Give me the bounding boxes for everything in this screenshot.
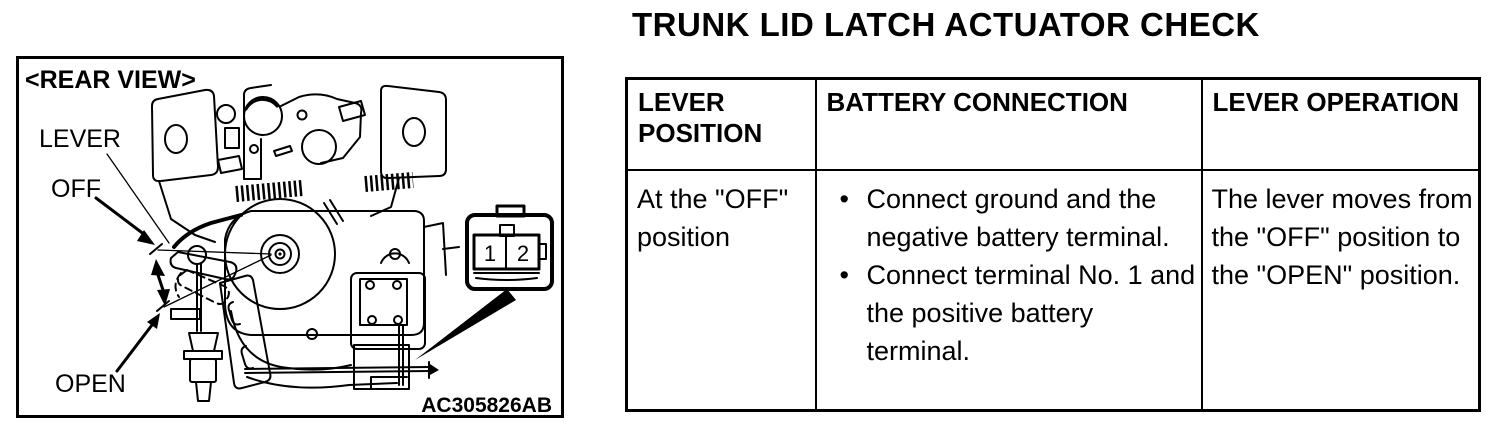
header-lever-operation: LEVER OPERATION (1200, 77, 1481, 171)
list-item: Connect ground and the negative battery … (826, 180, 1197, 256)
latch-lever-and-rod (169, 213, 272, 402)
connector-detail: 1 2 (415, 204, 554, 360)
header-lever-position: LEVER POSITION (625, 77, 817, 171)
figure-code-label: AC305826AB (421, 394, 552, 415)
header-battery-connection: BATTERY CONNECTION (814, 77, 1203, 171)
off-position-label: OFF (51, 175, 101, 203)
trunk-latch-diagram-figure: 1 2 <REAR VIEW> LEVER OFF OPEN AC305826A… (16, 56, 564, 418)
cell-lever-position: At the "OFF" position (625, 169, 817, 412)
lever-label: LEVER (39, 125, 121, 153)
lever-annotation-arrows (94, 153, 272, 373)
latch-diagram-svg: 1 2 <REAR VIEW> LEVER OFF OPEN AC305826A… (25, 66, 554, 415)
latch-lower-right-hardware (244, 272, 439, 390)
latch-upper-assembly (216, 84, 414, 225)
connector-pin-2-label: 2 (517, 241, 529, 266)
actuator-check-table: LEVER POSITION BATTERY CONNECTION LEVER … (625, 77, 1481, 412)
battery-connection-list: Connect ground and the negative battery … (826, 180, 1197, 370)
table-header-row: LEVER POSITION BATTERY CONNECTION LEVER … (625, 77, 1481, 171)
connector-pin-1-label: 1 (484, 241, 496, 266)
latch-mounting-plates (151, 84, 447, 243)
table-row: At the "OFF" position Connect ground and… (625, 169, 1481, 412)
cell-lever-operation: The lever moves from the "OFF" position … (1200, 169, 1481, 412)
actuator-motor-housing (224, 198, 460, 389)
page-title: TRUNK LID LATCH ACTUATOR CHECK (632, 6, 1260, 43)
list-item: Connect terminal No. 1 and the positive … (826, 256, 1197, 370)
open-position-label: OPEN (55, 370, 126, 398)
connector-pointer-wedge (415, 289, 516, 360)
rear-view-label: <REAR VIEW> (25, 66, 196, 94)
cell-battery-connection: Connect ground and the negative battery … (814, 169, 1203, 412)
